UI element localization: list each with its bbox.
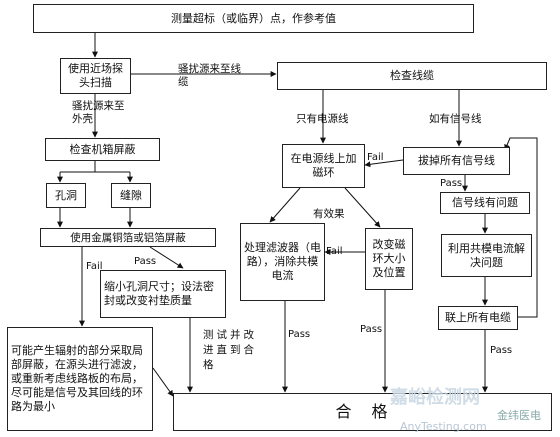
pass-label-copper: Pass bbox=[134, 256, 157, 267]
change-ring-box: 改变磁环大小及位置 bbox=[365, 228, 413, 290]
pass-label-filter: Pass bbox=[288, 329, 311, 340]
common-mode-box: 利用共模电流解决问题 bbox=[441, 234, 532, 277]
signal-problem-box: 信号线有问题 bbox=[440, 192, 530, 214]
has-signal-label: 如有信号线 bbox=[429, 113, 482, 125]
pass-final-box: 合 格 bbox=[173, 393, 552, 431]
fail-label-change-ring: Fail bbox=[326, 246, 343, 257]
power-ring-box: 在电源线上加磁环 bbox=[282, 144, 365, 188]
pass-label-connect: Pass bbox=[490, 345, 513, 356]
gap-box: 缝隙 bbox=[111, 183, 151, 208]
fail-label-copper: Fail bbox=[86, 261, 103, 272]
pass-label-unplug: Pass bbox=[440, 178, 463, 189]
nearfield-scan-box: 使用近场探头扫描 bbox=[60, 58, 131, 94]
check-shield-box: 检查机箱屏蔽 bbox=[45, 138, 160, 161]
source-to-cable-label: 骚扰源来至线缆 bbox=[178, 63, 241, 88]
watermark-url: AnyTesting.com bbox=[400, 420, 487, 433]
unplug-signal-box: 拔掉所有信号线 bbox=[403, 147, 510, 175]
fail-label-unplug: Fail bbox=[367, 152, 384, 163]
measure-box: 测量超标（或临界）点，作参考值 bbox=[33, 4, 474, 33]
filter-box: 处理滤波器（电路），消除共模电流 bbox=[240, 223, 325, 301]
shrink-hole-box: 缩小孔洞尺寸；设法密封或改变衬垫质量 bbox=[100, 270, 226, 318]
source-to-case-label: 骚扰源来至外壳 bbox=[72, 100, 125, 125]
watermark-text: 嘉峪检测网 bbox=[390, 387, 480, 408]
only-power-label: 只有电源线 bbox=[296, 113, 349, 125]
hole-box: 孔洞 bbox=[46, 183, 86, 208]
local-shield-box: 可能产生辐射的部分采取局部屏蔽，在源头进行滤波，或重新考虑线路板的布局，尽可能是… bbox=[7, 327, 153, 431]
watermark-badge: 金纬医电 bbox=[497, 409, 541, 422]
connect-all-box: 联上所有电缆 bbox=[438, 306, 518, 330]
copper-foil-box: 使用金属铜箔或铝箔屏蔽 bbox=[40, 228, 216, 247]
effective-label: 有效果 bbox=[313, 208, 345, 220]
pass-label-change-ring: Pass bbox=[360, 324, 383, 335]
retest-label: 测试并改进直到合格 bbox=[203, 329, 257, 371]
check-cable-box: 检查线缆 bbox=[277, 62, 547, 90]
